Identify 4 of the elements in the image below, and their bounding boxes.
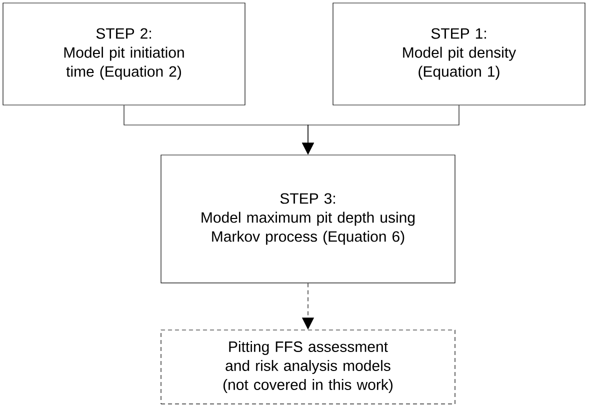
process-box: STEP 1: Model pit density (Equation 1) — [332, 2, 586, 106]
process-box: STEP 3: Model maximum pit depth using Markov process (Equation 6) — [160, 154, 456, 284]
dashed-box: Pitting FFS assessment and risk analysis models (not covered in this work) — [160, 330, 456, 404]
process-box: STEP 2: Model pit initiation time (Equation 2) — [2, 2, 246, 106]
